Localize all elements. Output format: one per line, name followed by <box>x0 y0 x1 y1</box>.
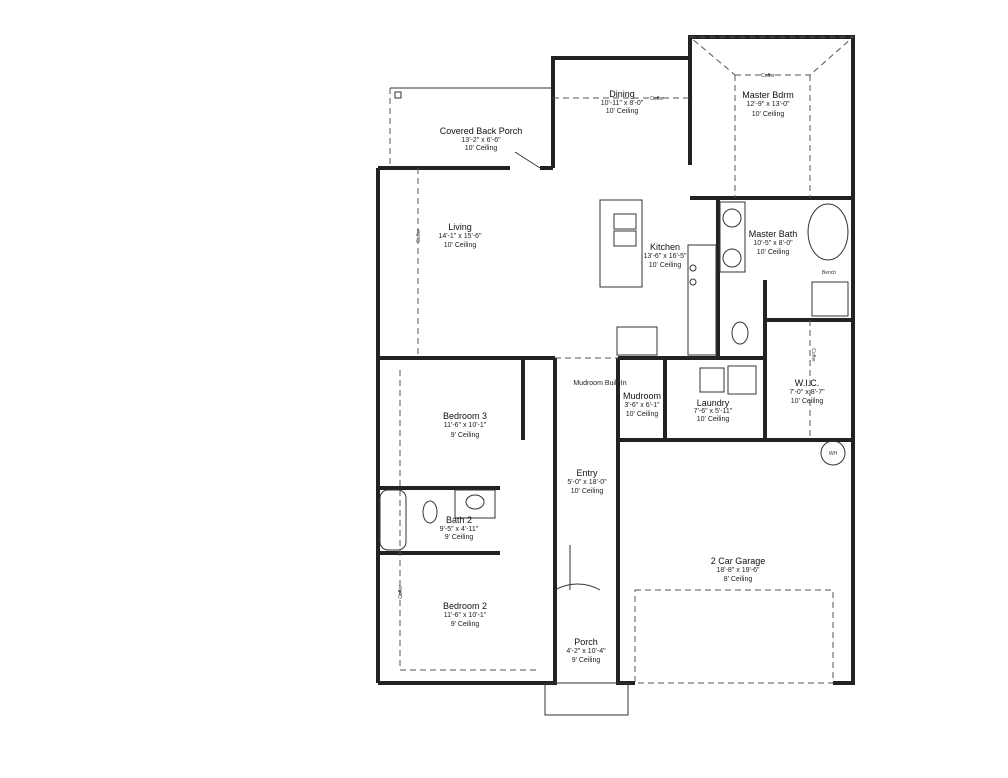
bench-label: Bench <box>822 270 836 276</box>
kitchen-island <box>599 199 643 288</box>
svg-text:3'-6" x 6'-1": 3'-6" x 6'-1" <box>624 402 660 409</box>
room-labels: Covered Back Porch 13'-2" x 6'-6" 10' Ce… <box>438 89 825 664</box>
back-porch-door <box>514 151 541 169</box>
svg-text:10'-11" x 8'-0": 10'-11" x 8'-0" <box>601 100 644 107</box>
room-name-covered-back-porch: Covered Back Porch <box>440 126 523 136</box>
bath2-toilet-icon <box>422 500 438 524</box>
room-name-mudroom: Mudroom <box>623 391 661 401</box>
range-icon <box>689 264 697 272</box>
ceiling-lines <box>399 36 855 684</box>
coffer-label: Coffer <box>761 73 775 79</box>
room-name-living: Living <box>448 222 472 232</box>
kitchen-counter <box>687 244 717 356</box>
coffer-label: Coffer <box>398 585 404 599</box>
interior-walls <box>378 37 853 590</box>
svg-text:5'-0" x 18'-0": 5'-0" x 18'-0" <box>567 479 607 486</box>
master-vanity <box>719 201 746 273</box>
svg-text:10' Ceiling: 10' Ceiling <box>571 488 604 495</box>
svg-text:10'-5" x 8'-0": 10'-5" x 8'-0" <box>753 240 793 247</box>
room-name-dining: Dining <box>609 89 635 99</box>
toilet-icon <box>731 321 749 345</box>
washer-icon <box>699 367 725 393</box>
svg-text:7'-0" x 8'-7": 7'-0" x 8'-7" <box>789 389 825 396</box>
room-name-master-bath: Master Bath <box>749 229 798 239</box>
svg-text:10' Ceiling: 10' Ceiling <box>752 111 785 118</box>
room-name-entry: Entry <box>576 468 598 478</box>
svg-text:9' Ceiling: 9' Ceiling <box>451 432 480 439</box>
svg-text:10' Ceiling: 10' Ceiling <box>791 398 824 405</box>
svg-text:8' Ceiling: 8' Ceiling <box>724 576 753 583</box>
svg-text:13'-6" x 16'-5": 13'-6" x 16'-5" <box>643 253 687 260</box>
bath2-tub-icon <box>379 489 407 551</box>
svg-text:7'-6" x 5'-11": 7'-6" x 5'-11" <box>694 408 733 415</box>
svg-text:10' Ceiling: 10' Ceiling <box>697 416 730 423</box>
garage-door <box>634 589 834 684</box>
room-name-laundry: Laundry <box>697 398 730 408</box>
room-name-bedroom-3: Bedroom 3 <box>443 411 487 421</box>
front-door <box>554 545 601 591</box>
svg-text:10' Ceiling: 10' Ceiling <box>444 242 477 249</box>
room-name-kitchen: Kitchen <box>650 242 680 252</box>
svg-text:11'-6" x 10'-1": 11'-6" x 10'-1" <box>444 612 487 619</box>
svg-text:9' Ceiling: 9' Ceiling <box>572 657 601 664</box>
annotations: Coffer Coffer Coffer Coffer Coffer Mudro… <box>398 73 838 599</box>
svg-text:11'-6" x 10'-1": 11'-6" x 10'-1" <box>444 422 487 429</box>
svg-text:4'-2" x 10'-4": 4'-2" x 10'-4" <box>566 648 606 655</box>
svg-text:13'-2" x 6'-6": 13'-2" x 6'-6" <box>461 137 501 144</box>
kitchen-sink-icon <box>613 213 637 230</box>
fridge-icon <box>616 326 658 356</box>
bath2-vanity <box>454 489 496 519</box>
bathtub-icon <box>807 203 849 261</box>
shower-icon <box>811 281 849 317</box>
room-name-garage: 2 Car Garage <box>711 556 766 566</box>
water-heater-label: WH <box>829 451 838 457</box>
svg-text:10' Ceiling: 10' Ceiling <box>465 145 498 152</box>
svg-text:12'-9" x 13'-0": 12'-9" x 13'-0" <box>746 101 790 108</box>
dryer-icon <box>727 365 757 395</box>
svg-text:9' Ceiling: 9' Ceiling <box>451 621 480 628</box>
water-heater-icon <box>820 440 846 466</box>
svg-text:9'-5" x 4'-11": 9'-5" x 4'-11" <box>440 526 479 533</box>
svg-text:10' Ceiling: 10' Ceiling <box>649 262 682 269</box>
mudroom-built-in-label: Mudroom Built-In <box>573 380 626 387</box>
svg-text:10' Ceiling: 10' Ceiling <box>626 411 659 418</box>
room-name-master-bdrm: Master Bdrm <box>742 90 794 100</box>
coffer-label: Coffer <box>810 348 816 362</box>
coffer-label: Coffer <box>416 229 422 243</box>
room-name-bath-2: Bath 2 <box>446 515 472 525</box>
fixtures <box>379 151 849 591</box>
room-name-wic: W.I.C. <box>795 378 820 388</box>
svg-text:9' Ceiling: 9' Ceiling <box>445 534 474 541</box>
svg-text:18'-8" x 19'-6": 18'-8" x 19'-6" <box>716 567 760 574</box>
room-name-porch: Porch <box>574 637 598 647</box>
svg-text:10' Ceiling: 10' Ceiling <box>757 249 790 256</box>
coffer-label: Coffer <box>650 96 664 102</box>
room-name-bedroom-2: Bedroom 2 <box>443 601 487 611</box>
svg-text:14'-1" x 15'-6": 14'-1" x 15'-6" <box>438 233 482 240</box>
svg-text:10' Ceiling: 10' Ceiling <box>606 108 639 115</box>
